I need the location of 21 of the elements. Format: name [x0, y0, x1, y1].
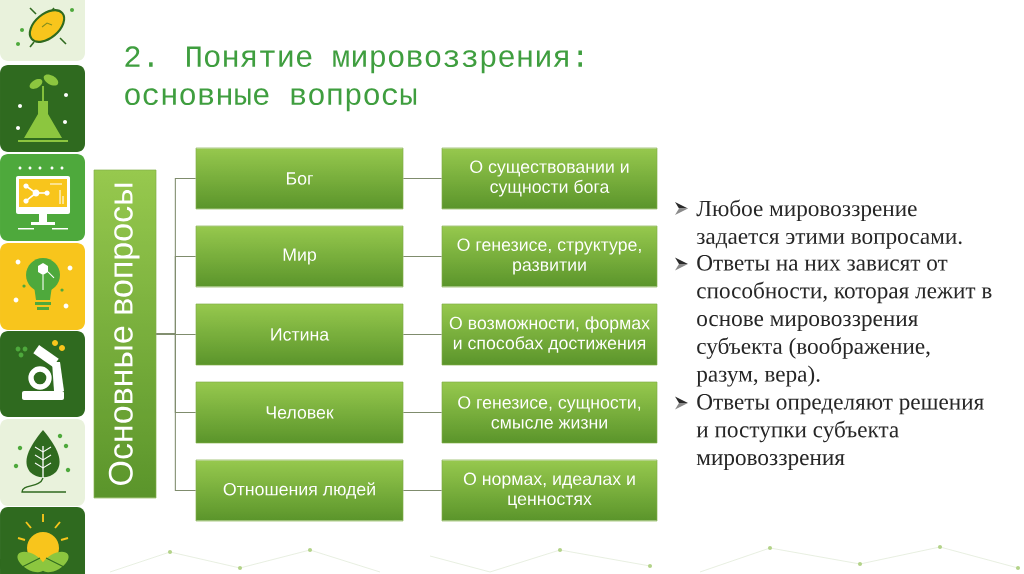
question-box: Бог: [195, 147, 404, 210]
question-box: Отношения людей: [195, 459, 404, 522]
description-box: О нормах, идеалах и ценностях: [441, 459, 658, 522]
connector-line: [402, 489, 443, 492]
slide-title: 2. Понятие мировоззрения: основные вопросы: [125, 46, 582, 112]
description-box: О генезисе, структуре, развитии: [441, 225, 658, 288]
question-box: Истина: [195, 303, 404, 366]
question-box: Человек: [195, 381, 404, 444]
connector-line: [402, 177, 443, 180]
bullet-text: Любое мировоззрение задается этими вопросами.: [696, 199, 962, 249]
category-box: Основные вопросы: [93, 169, 157, 499]
question-box: Мир: [195, 225, 404, 288]
connector-line: [402, 411, 443, 414]
bullet-text: Ответы на них зависят от способности, которая лежит в основе мировоззрения субъекта (воображение, разум, вера).: [696, 255, 992, 387]
description-box: О существовании и сущности бога: [441, 147, 658, 210]
description-box: О возможности, формах и способах достижения: [441, 303, 658, 366]
description-box: О генезисе, сущности, смысле жизни: [441, 381, 658, 444]
connector-line: [402, 333, 443, 336]
bullet-text: Ответы определяют решения и поступки субъекта мировоззрения: [696, 394, 984, 470]
connector-line: [402, 255, 443, 258]
connector-line: [155, 333, 197, 492]
